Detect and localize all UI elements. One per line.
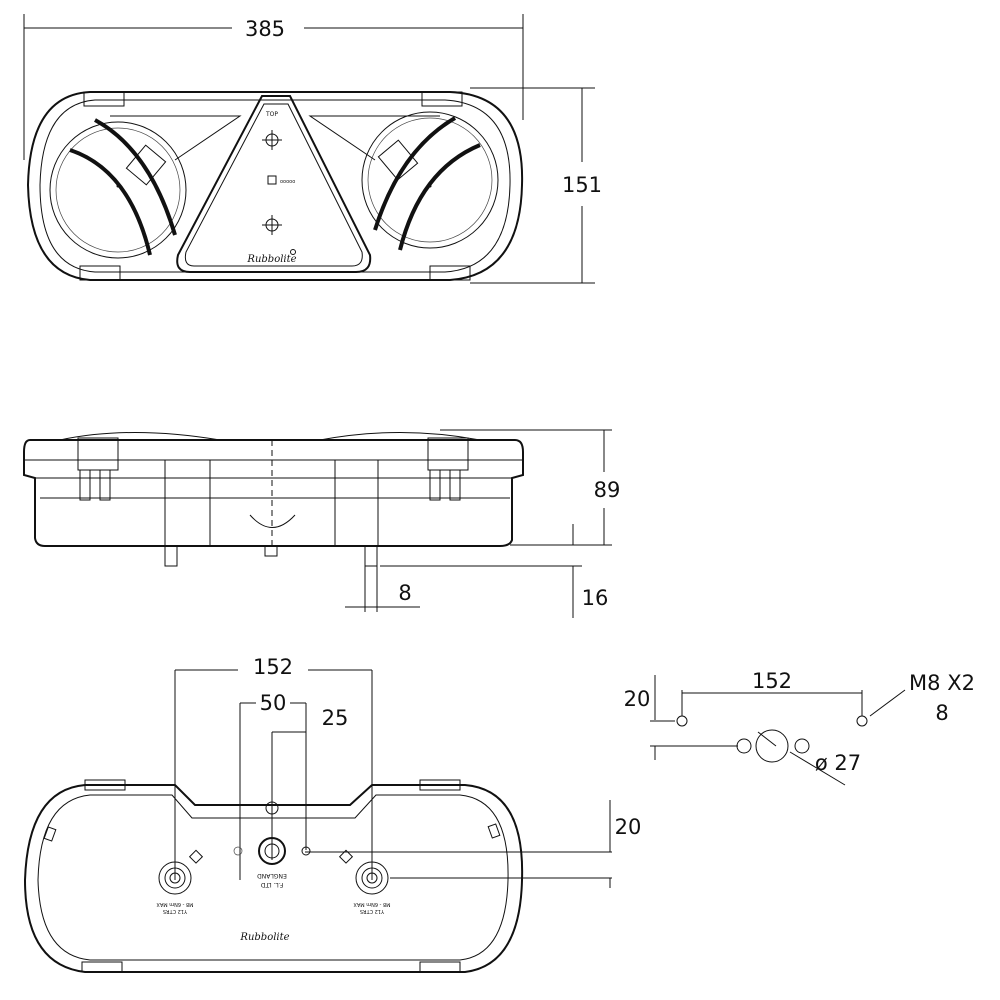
template-hole-size: 8	[935, 701, 948, 725]
rear-stud-right	[355, 861, 389, 895]
rear-25-label: 25	[322, 706, 349, 730]
svg-text:ooooo: ooooo	[280, 179, 295, 185]
rear-spacing-label: 152	[253, 655, 293, 679]
reflector-triangle: TOP ooooo Rubbolite	[176, 95, 372, 273]
dim-rear-20: 20	[305, 800, 641, 888]
stud-center	[264, 545, 278, 557]
template-center-hole	[755, 729, 789, 763]
stud-label-left-a: M8 - 6Nm MAX	[156, 901, 194, 907]
template-spacing-label: 152	[752, 669, 792, 693]
dim-stud-diameter: 8	[345, 565, 420, 612]
side-height-label: 89	[594, 478, 621, 502]
stud-label-left-b: Y12 CTRS	[163, 908, 188, 914]
stud-label-right-b: Y12 CTRS	[360, 908, 385, 914]
front-width-label: 385	[245, 17, 285, 41]
brand-script-front: Rubbolite	[246, 254, 296, 265]
clip-top-left	[83, 91, 125, 107]
top-marker: TOP	[265, 111, 278, 118]
side-view: 89 16 8	[23, 429, 621, 618]
front-view: 385 151	[23, 14, 602, 284]
clip-bottom-right	[429, 265, 471, 281]
dim-rear-50: 50	[239, 691, 307, 880]
company-line-1: F.L. LTD	[260, 881, 283, 888]
dim-rear-25: 25	[271, 706, 349, 860]
clip-bottom-left	[79, 265, 121, 281]
template-hole-right	[856, 715, 868, 727]
brand-script-rear: Rubbolite	[239, 932, 289, 943]
stud-diameter-label: 8	[398, 581, 411, 605]
template-small-hole-left	[736, 738, 752, 754]
stud-label-right-a: M8 - 6Nm MAX	[353, 901, 391, 907]
rear-stud-left	[158, 861, 192, 895]
rear-view: 152 50 25 20	[23, 655, 641, 973]
rear-20-label: 20	[615, 815, 642, 839]
front-height-label: 151	[562, 173, 602, 197]
clip-top-right	[421, 91, 463, 107]
template-small-hole-right	[794, 738, 810, 754]
dim-side-height: 89	[440, 429, 621, 546]
left-lamp	[49, 115, 242, 259]
stud-length-label: 16	[582, 586, 609, 610]
right-lamp	[308, 111, 499, 251]
company-line-2: ENGLAND	[257, 872, 287, 879]
dim-front-width: 385	[23, 14, 524, 160]
template-offset-label: 20	[624, 687, 651, 711]
dim-stud-length: 16	[380, 524, 608, 618]
rear-housing	[23, 784, 524, 973]
side-body	[23, 439, 524, 547]
dim-template-offset: 20	[624, 675, 738, 760]
dim-rear-spacing: 152	[174, 655, 373, 880]
template-hole-spec: M8 X2	[909, 671, 975, 695]
dim-template-spacing: 152	[681, 669, 863, 716]
dim-front-height: 151	[470, 87, 602, 284]
template-hole-left	[676, 715, 688, 727]
drilling-template: 152 20 M8 X2 8 ø 27	[624, 669, 975, 786]
cable-gland	[233, 837, 311, 865]
stud-right	[364, 545, 378, 567]
stud-left	[164, 545, 178, 567]
rear-50-label: 50	[260, 691, 287, 715]
template-center-hole-label: ø 27	[815, 751, 861, 775]
